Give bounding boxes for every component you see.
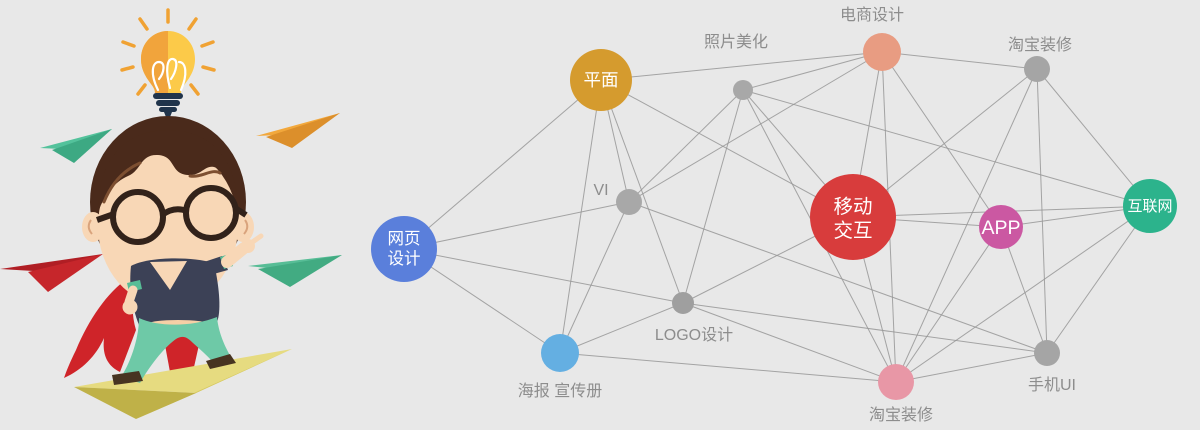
pointing-hand	[248, 233, 264, 246]
node-vi-label: VI	[593, 182, 608, 199]
node-poster-brochure: 海报 宣传册	[518, 334, 602, 400]
idea-rays-icon	[120, 8, 216, 96]
node-mobile-ui: 手机UI	[1028, 340, 1076, 394]
node-logo-design-label: LOGO设计	[655, 326, 733, 344]
node-internet: 互联网	[1123, 179, 1177, 233]
bulb-base	[153, 93, 183, 117]
node-mobile-ui-label: 手机UI	[1028, 376, 1076, 394]
node-logo-design: LOGO设计	[655, 292, 733, 344]
node-ecommerce-design-label: 电商设计	[840, 6, 904, 24]
node-vi: VI	[593, 182, 642, 215]
node-mobile-interaction-label: 移动	[833, 196, 872, 218]
boy-body	[112, 233, 264, 385]
node-web-design: 网页 设计	[371, 216, 437, 282]
node-taobao-deco-top: 淘宝装修	[1008, 36, 1072, 82]
node-taobao-deco-bottom: 淘宝装修	[869, 364, 933, 424]
paper-plane-orange-icon	[256, 113, 340, 148]
svg-text:交互: 交互	[833, 220, 872, 242]
mascot-illustration	[0, 8, 342, 419]
node-taobao-deco-bottom-label: 淘宝装修	[869, 406, 933, 424]
svg-text:设计: 设计	[388, 249, 421, 268]
right-shoe	[206, 354, 236, 369]
left-shoe	[112, 371, 143, 385]
node-internet-label: 互联网	[1127, 198, 1172, 215]
shirt	[130, 258, 220, 330]
chest	[150, 261, 187, 290]
paper-plane-red-icon	[0, 254, 103, 292]
pants	[121, 317, 231, 383]
node-graphic-design-label: 平面	[584, 70, 619, 90]
network-edges	[403, 51, 1151, 383]
lightbulb-icon	[141, 31, 195, 117]
node-taobao-deco-top-label: 淘宝装修	[1008, 36, 1072, 54]
node-photo-retouch-label: 照片美化	[704, 33, 768, 51]
node-web-design-label: 网页	[388, 230, 421, 248]
node-app: APP	[979, 205, 1023, 249]
node-app-label: APP	[981, 217, 1020, 239]
node-graphic-design: 平面	[570, 49, 632, 111]
glasses-icon	[96, 185, 248, 245]
paper-plane-teal-right-icon	[248, 255, 342, 287]
fist	[122, 299, 138, 315]
node-ecommerce-design: 电商设计	[840, 6, 904, 71]
node-poster-brochure-label: 海报 宣传册	[518, 382, 602, 400]
node-mobile-interaction: 移动 交互	[810, 174, 896, 260]
paper-plane-teal-left-icon	[40, 129, 112, 163]
hair-fringe	[98, 130, 238, 212]
node-photo-retouch: 照片美化	[704, 33, 768, 100]
